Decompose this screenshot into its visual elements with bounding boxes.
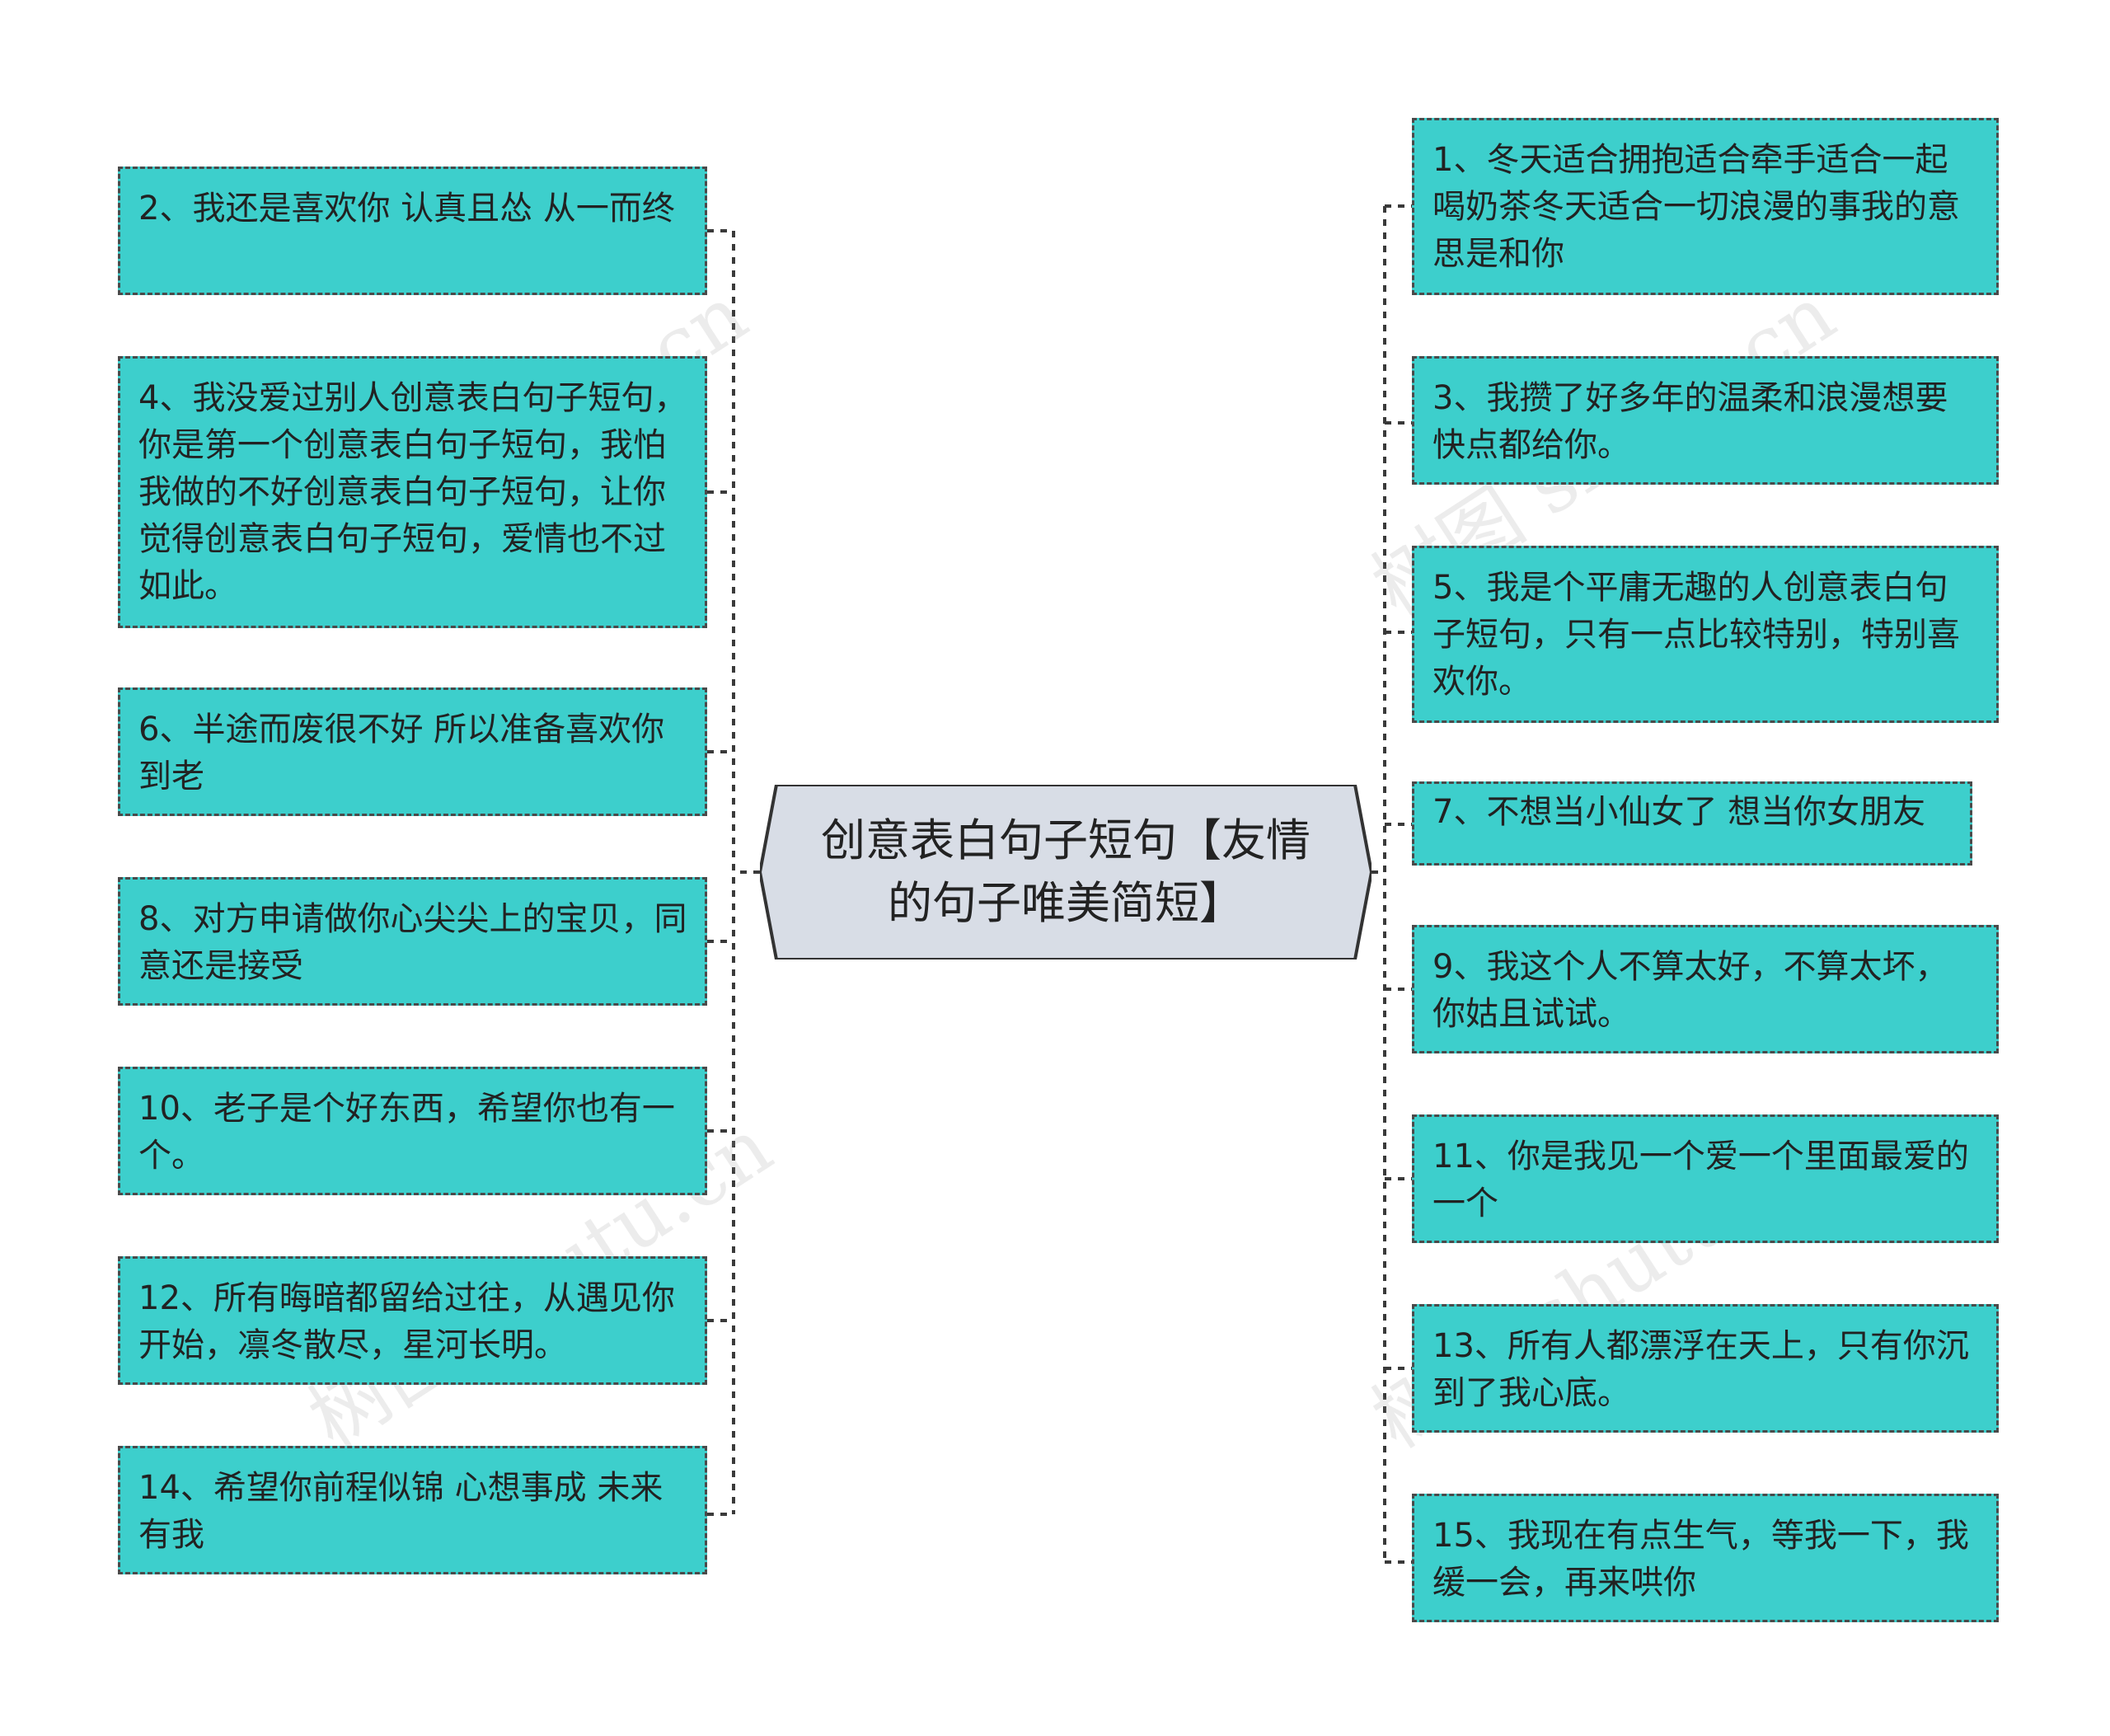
- topic-node-text: 9、我这个人不算太好，不算太坏，你姑且试试。: [1432, 948, 1948, 1033]
- topic-node-9[interactable]: 9、我这个人不算太好，不算太坏，你姑且试试。: [1412, 925, 1999, 1053]
- topic-node-text: 10、老子是个好东西，希望你也有一个。: [138, 1090, 675, 1175]
- topic-node-7[interactable]: 7、不想当小仙女了 想当你女朋友: [1412, 781, 1972, 866]
- topic-node-text: 15、我现在有点生气，等我一下，我缓一会，再来哄你: [1432, 1517, 1969, 1602]
- topic-node-10[interactable]: 10、老子是个好东西，希望你也有一个。: [118, 1067, 707, 1195]
- topic-node-text: 1、冬天适合拥抱适合牵手适合一起喝奶茶冬天适合一切浪漫的事我的意思是和你: [1432, 141, 1960, 273]
- topic-node-text: 12、所有晦暗都留给过往，从遇见你开始，凛冬散尽，星河长明。: [138, 1279, 675, 1364]
- topic-node-3[interactable]: 3、我攒了好多年的温柔和浪漫想要快点都给你。: [1412, 356, 1999, 485]
- topic-node-text: 6、半途而废很不好 所以准备喜欢你到老: [138, 711, 665, 795]
- topic-node-1[interactable]: 1、冬天适合拥抱适合牵手适合一起喝奶茶冬天适合一切浪漫的事我的意思是和你: [1412, 118, 1999, 295]
- topic-node-13[interactable]: 13、所有人都漂浮在天上，只有你沉到了我心底。: [1412, 1304, 1999, 1433]
- topic-node-14[interactable]: 14、希望你前程似锦 心想事成 未来有我: [118, 1446, 707, 1574]
- topic-node-text: 8、对方申请做你心尖尖上的宝贝，同意还是接受: [138, 900, 687, 985]
- topic-node-5[interactable]: 5、我是个平庸无趣的人创意表白句子短句，只有一点比较特别，特别喜欢你。: [1412, 546, 1999, 723]
- topic-node-text: 2、我还是喜欢你 认真且怂 从一而终: [138, 190, 675, 228]
- topic-node-2[interactable]: 2、我还是喜欢你 认真且怂 从一而终: [118, 167, 707, 295]
- topic-node-text: 4、我没爱过别人创意表白句子短句，你是第一个创意表白句子短句，我怕我做的不好创意…: [138, 379, 687, 605]
- central-topic[interactable]: 创意表白句子短句【友情的句子唯美简短】: [760, 785, 1372, 959]
- topic-node-4[interactable]: 4、我没爱过别人创意表白句子短句，你是第一个创意表白句子短句，我怕我做的不好创意…: [118, 356, 707, 628]
- central-topic-shape: [760, 785, 1372, 959]
- topic-node-15[interactable]: 15、我现在有点生气，等我一下，我缓一会，再来哄你: [1412, 1494, 1999, 1622]
- topic-node-12[interactable]: 12、所有晦暗都留给过往，从遇见你开始，凛冬散尽，星河长明。: [118, 1256, 707, 1385]
- topic-node-8[interactable]: 8、对方申请做你心尖尖上的宝贝，同意还是接受: [118, 877, 707, 1006]
- central-topic-title: 创意表白句子短句【友情的句子唯美简短】: [821, 814, 1311, 929]
- topic-node-6[interactable]: 6、半途而废很不好 所以准备喜欢你到老: [118, 687, 707, 816]
- topic-node-text: 5、我是个平庸无趣的人创意表白句子短句，只有一点比较特别，特别喜欢你。: [1432, 569, 1960, 701]
- topic-node-text: 14、希望你前程似锦 心想事成 未来有我: [138, 1469, 663, 1554]
- topic-node-text: 7、不想当小仙女了 想当你女朋友: [1432, 793, 1926, 831]
- topic-node-text: 11、你是我见一个爱一个里面最爱的一个: [1432, 1138, 1969, 1222]
- topic-node-11[interactable]: 11、你是我见一个爱一个里面最爱的一个: [1412, 1114, 1999, 1243]
- topic-node-text: 3、我攒了好多年的温柔和浪漫想要快点都给你。: [1432, 379, 1948, 464]
- topic-node-text: 13、所有人都漂浮在天上，只有你沉到了我心底。: [1432, 1327, 1969, 1412]
